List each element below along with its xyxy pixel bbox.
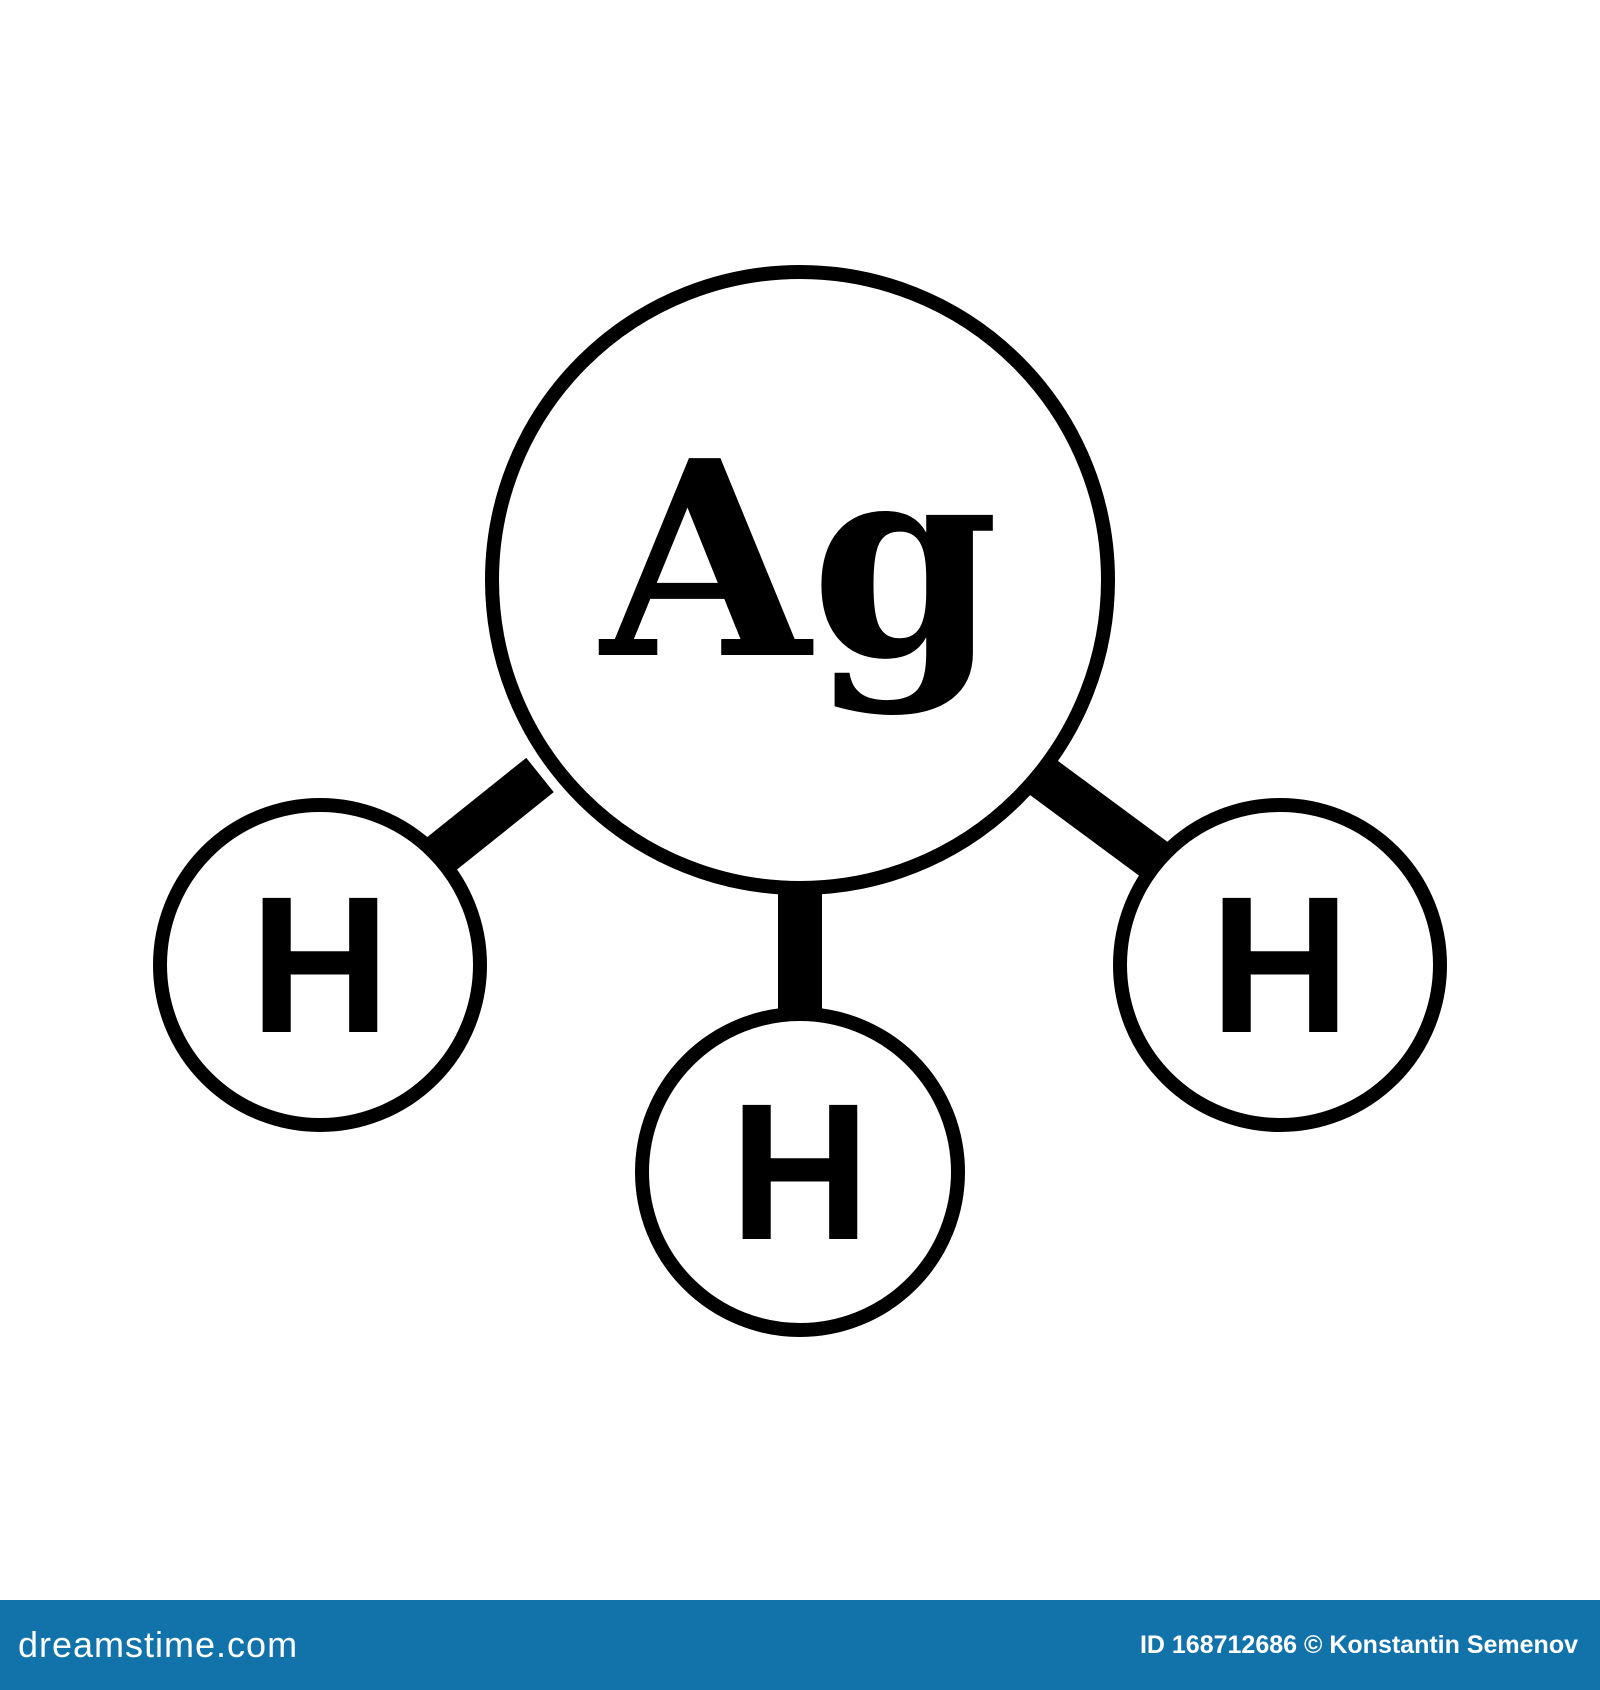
brand-logo[interactable]: dreamstime.com bbox=[18, 1624, 299, 1665]
atom-h-left-circle bbox=[153, 798, 487, 1132]
atom-ag-label: Ag bbox=[597, 401, 1000, 719]
atom-h-bottom-circle bbox=[635, 1007, 965, 1337]
atom-h-right-label: H bbox=[1210, 856, 1351, 1074]
bond-left bbox=[426, 757, 554, 873]
molecule-diagram: Ag H H H bbox=[153, 265, 1447, 1337]
atom-h-bottom-label: H bbox=[730, 1063, 871, 1281]
atom-ag-circle bbox=[485, 265, 1115, 895]
atom-h-right-circle bbox=[1113, 798, 1447, 1132]
bond-right bbox=[1026, 757, 1169, 878]
atom-h-left-label: H bbox=[250, 856, 391, 1074]
image-credit: ID 168712686 © Konstantin Semenov bbox=[1139, 1630, 1578, 1659]
footer-bar: dreamstime.com ID 168712686 © Konstantin… bbox=[0, 1600, 1600, 1690]
